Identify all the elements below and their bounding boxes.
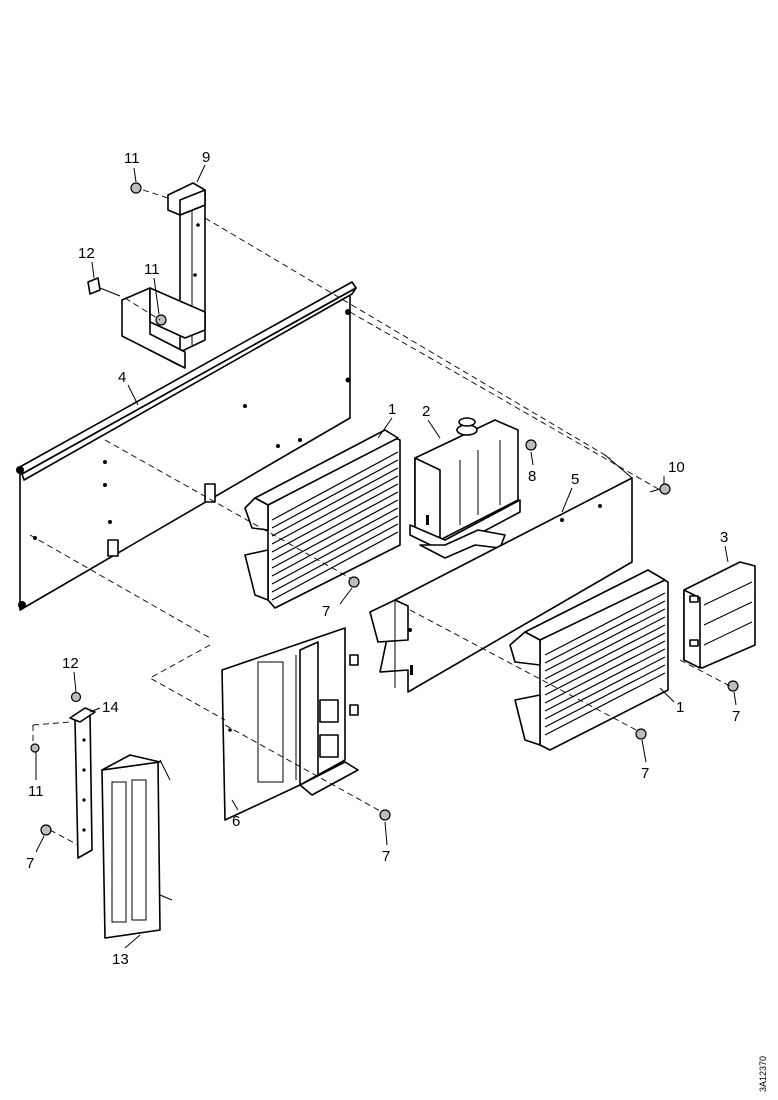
figure-id: 3A12370 xyxy=(758,1056,768,1092)
frame-item-13 xyxy=(101,754,173,939)
callout-9: 9 xyxy=(202,149,210,166)
panel-item-6 xyxy=(221,627,391,821)
callout-13: 13 xyxy=(112,951,129,968)
callout-leaders xyxy=(35,164,737,949)
callout-7-lower: 7 xyxy=(641,765,649,782)
callout-6: 6 xyxy=(232,813,240,830)
callout-1-lower: 1 xyxy=(676,699,684,716)
callout-1-upper: 1 xyxy=(388,401,396,418)
callout-8: 8 xyxy=(528,468,536,485)
heatsink-item-1-upper xyxy=(244,429,401,609)
panel-item-5 xyxy=(369,454,633,693)
callout-7-right: 7 xyxy=(732,708,740,725)
callout-14: 14 xyxy=(102,699,119,716)
callout-10: 10 xyxy=(668,459,685,476)
callout-11-mid: 11 xyxy=(144,261,160,278)
callout-3: 3 xyxy=(720,529,728,546)
callout-12-left: 12 xyxy=(62,655,79,672)
callout-5: 5 xyxy=(571,471,579,488)
callout-7-bottom: 7 xyxy=(382,848,390,865)
callout-11-top: 11 xyxy=(124,150,140,167)
module-item-2 xyxy=(409,417,537,559)
strip-item-14 xyxy=(69,691,96,859)
module-item-3 xyxy=(683,561,756,692)
callout-labels: 11 9 12 11 4 1 2 8 10 5 3 7 1 7 7 12 14 … xyxy=(26,149,740,968)
callout-4: 4 xyxy=(118,369,126,386)
heatsink-item-1-lower xyxy=(509,569,669,751)
callout-2: 2 xyxy=(422,403,430,420)
callout-7-left: 7 xyxy=(26,855,34,872)
panel-item-4 xyxy=(16,281,357,611)
channel-bracket xyxy=(121,287,206,369)
callout-7-upper: 7 xyxy=(322,603,330,620)
callout-12-top: 12 xyxy=(78,245,95,262)
assembly-lines xyxy=(29,189,731,846)
callout-11-left: 11 xyxy=(28,783,44,800)
